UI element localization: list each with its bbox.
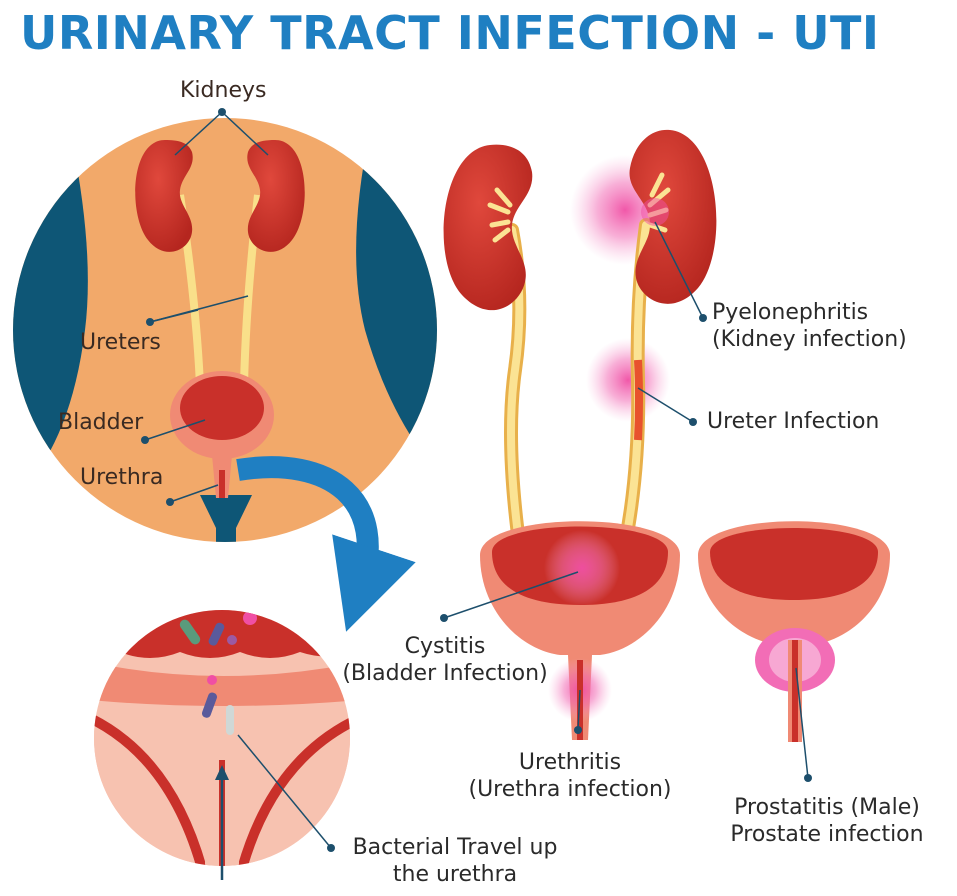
label-urethritis-line1: Urethritis	[455, 750, 685, 777]
label-ureter-infection: Ureter Infection	[707, 409, 879, 436]
label-urethritis-line2: (Urethra infection)	[455, 777, 685, 804]
urethra-zoom-circle	[90, 600, 360, 880]
label-bladder: Bladder	[58, 410, 143, 437]
label-kidneys: Kidneys	[180, 78, 266, 105]
label-pyelonephritis-line1: Pyelonephritis	[712, 300, 907, 327]
bladder-infection-glow	[544, 530, 620, 606]
label-prostatitis-line1: Prostatitis (Male)	[712, 795, 942, 822]
label-ureters: Ureters	[80, 330, 161, 357]
label-cystitis: Cystitis (Bladder Infection)	[340, 634, 550, 688]
ureter-infection-glow	[586, 338, 670, 422]
label-urethritis: Urethritis (Urethra infection)	[455, 750, 685, 804]
label-cystitis-line2: (Bladder Infection)	[340, 661, 550, 688]
label-prostatitis-line2: Prostate infection	[712, 822, 942, 849]
label-pyelonephritis-line2: (Kidney infection)	[712, 327, 907, 354]
right-kidney-healthy	[444, 145, 533, 310]
label-prostatitis: Prostatitis (Male) Prostate infection	[712, 795, 942, 849]
bladder-wall	[90, 600, 360, 658]
label-bacterial-travel-line1: Bacterial Travel up	[340, 835, 570, 862]
label-pyelonephritis: Pyelonephritis (Kidney infection)	[712, 300, 907, 354]
anatomy-overview-circle	[0, 100, 460, 560]
bladder-inner	[180, 376, 264, 440]
label-urethra: Urethra	[80, 465, 163, 492]
label-bacterial-travel: Bacterial Travel up the urethra	[340, 835, 570, 889]
label-cystitis-line1: Cystitis	[340, 634, 550, 661]
label-bacterial-travel-line2: the urethra	[340, 862, 570, 889]
